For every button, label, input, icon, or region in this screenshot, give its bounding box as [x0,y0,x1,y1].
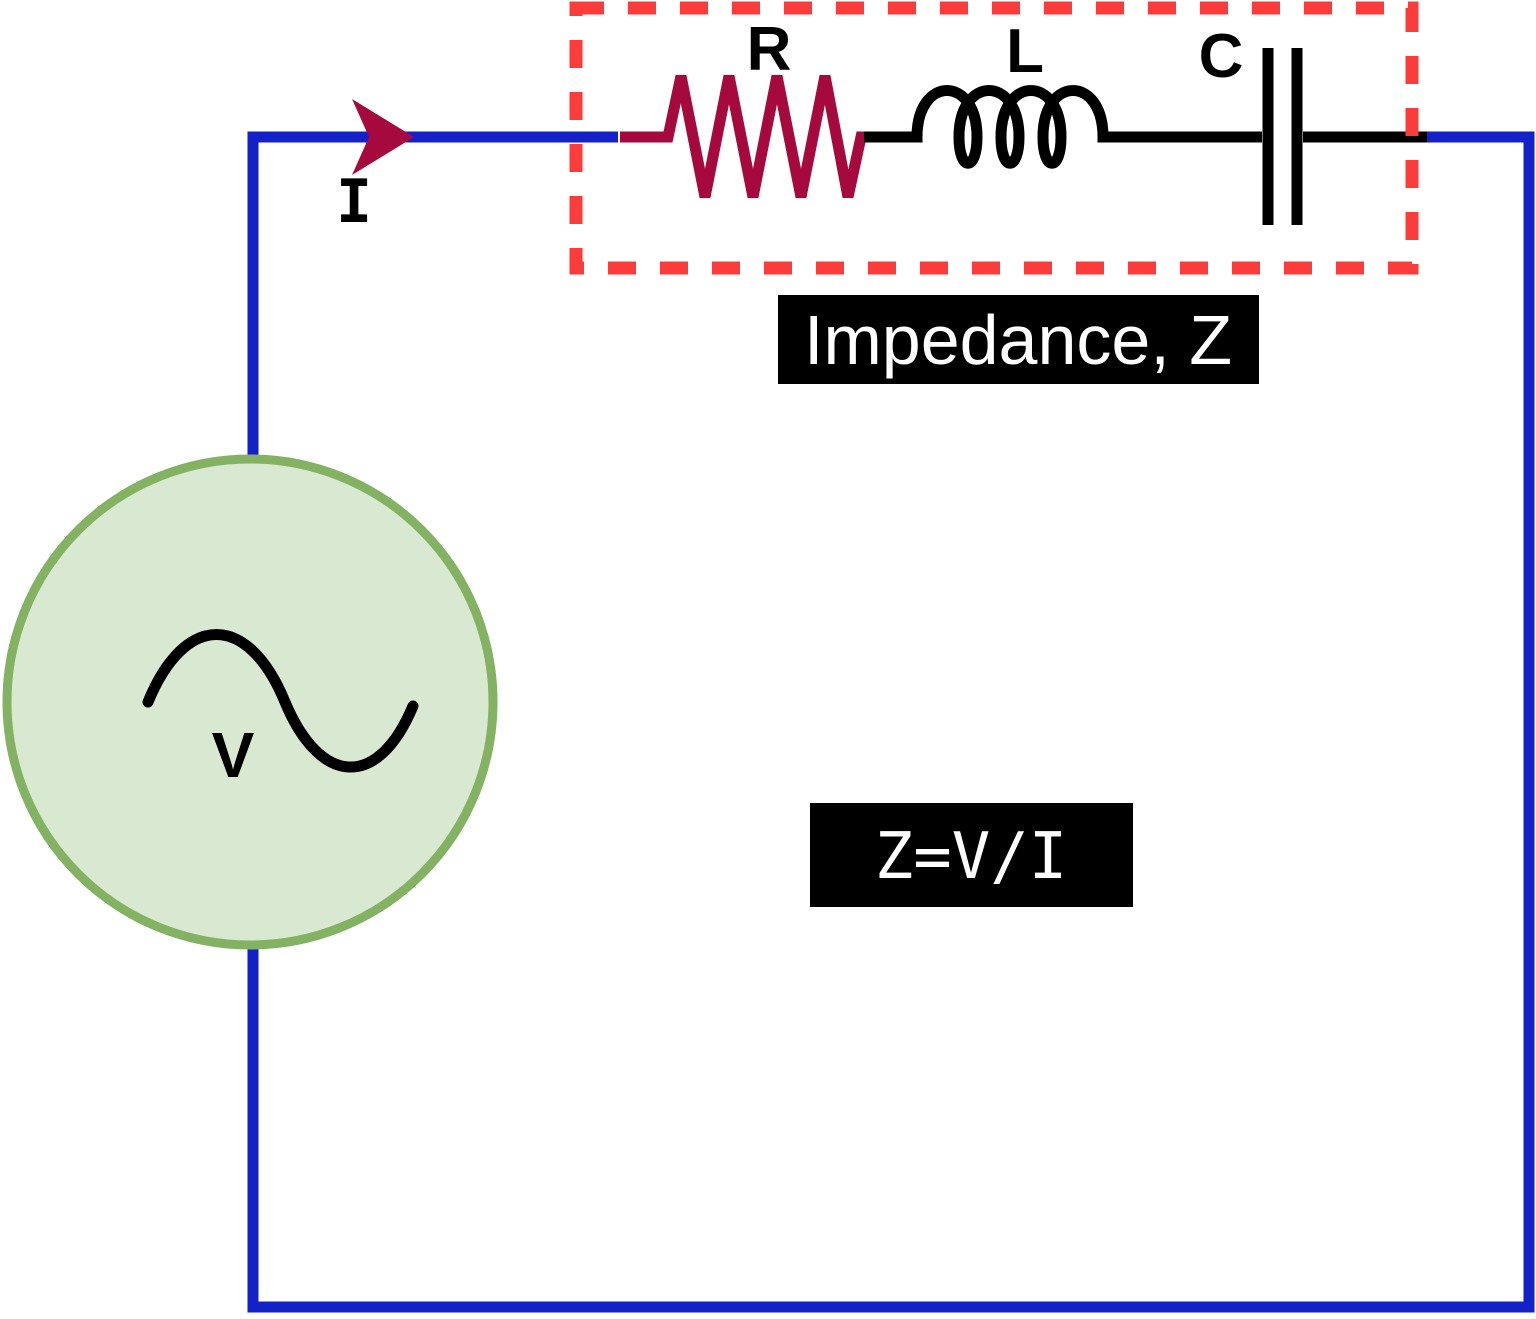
wire-top-left [247,131,618,459]
voltage-source [2,454,498,950]
voltage-source-label: V [212,719,255,791]
equation-text: Z=V/I [875,820,1068,894]
impedance-caption-box [778,295,1259,384]
wire-loop [247,131,1535,1313]
current-arrow-icon [352,99,414,175]
equation-box [810,803,1133,907]
impedance-caption: Impedance, Z [804,301,1232,379]
inductor-label: L [1006,17,1044,86]
inductor-symbol [864,85,1262,169]
sine-wave-icon [142,629,419,773]
resistor-label: R [747,15,792,84]
capacitor-label: C [1199,22,1244,91]
resistor-symbol [620,74,872,199]
impedance-dashed-box [569,1,1419,275]
current-label: I [336,167,372,237]
